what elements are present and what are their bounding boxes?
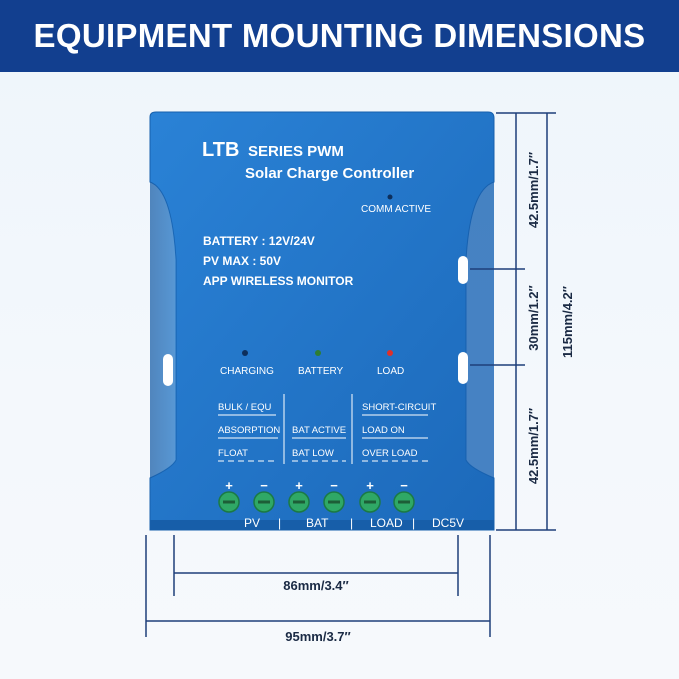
spec-wireless: APP WIRELESS MONITOR — [203, 274, 354, 288]
terminal-label-bat: BAT — [306, 516, 329, 530]
terminal-screw-icon — [323, 491, 345, 513]
status-bulk-equ: BULK / EQU — [218, 402, 271, 413]
height-bottom-label: 42.5mm/1.7″ — [526, 408, 541, 484]
width-outer-label: 95mm/3.7″ — [285, 629, 351, 644]
page-title: EQUIPMENT MOUNTING DIMENSIONS — [33, 17, 646, 54]
terminal-separator: | — [412, 516, 415, 530]
status-bat-active: BAT ACTIVE — [292, 425, 346, 436]
device-base — [150, 520, 494, 530]
terminal-label-load: LOAD — [370, 516, 403, 530]
series-label: SERIES PWM — [248, 143, 344, 160]
status-short-circuit: SHORT-CIRCUIT — [362, 402, 436, 413]
height-dimensions — [470, 112, 556, 531]
comm-led — [387, 194, 393, 200]
spec-battery: BATTERY : 12V/24V — [203, 234, 315, 248]
terminal-label-dc5v: DC5V — [432, 516, 464, 530]
charging-led — [242, 350, 248, 356]
height-top-label: 42.5mm/1.7″ — [526, 152, 541, 228]
status-absorption: ABSORPTION — [218, 425, 280, 436]
mounting-slot-left — [163, 354, 173, 386]
brand-label: LTB — [202, 139, 239, 161]
mounting-slot-right-top — [458, 256, 468, 284]
terminal-plus-bat: + — [295, 478, 303, 493]
status-float: FLOAT — [218, 448, 248, 459]
height-total-label: 115mm/4.2″ — [560, 286, 575, 358]
terminal-plus-pv: + — [225, 478, 233, 493]
terminal-screw-icon — [253, 491, 275, 513]
spec-pv-max: PV MAX : 50V — [203, 254, 281, 268]
left-mounting-wing — [150, 182, 176, 478]
indicator-load: LOAD — [377, 366, 404, 377]
terminal-screw-icon — [288, 491, 310, 513]
terminal-separator: | — [350, 516, 353, 530]
terminal-plus-load: + — [366, 478, 374, 493]
terminal-separator: | — [278, 516, 281, 530]
terminal-minus-bat: − — [330, 478, 338, 493]
terminal-screw-icon — [393, 491, 415, 513]
controller-body — [149, 111, 495, 531]
width-dimensions — [145, 535, 491, 637]
comm-active-label: COMM ACTIVE — [361, 204, 431, 215]
indicator-battery: BATTERY — [298, 366, 344, 377]
width-inner-label: 86mm/3.4″ — [283, 578, 349, 593]
status-over-load: OVER LOAD — [362, 448, 418, 459]
terminal-screw-icon — [359, 491, 381, 513]
terminal-block — [218, 491, 415, 513]
product-label: Solar Charge Controller — [245, 165, 414, 182]
header-banner: EQUIPMENT MOUNTING DIMENSIONS — [0, 0, 679, 72]
right-mounting-wing — [466, 182, 494, 478]
battery-led — [315, 350, 321, 356]
height-mid-label: 30mm/1.2″ — [526, 285, 541, 351]
terminal-minus-pv: − — [260, 478, 268, 493]
indicator-charging: CHARGING — [220, 366, 274, 377]
status-bat-low: BAT LOW — [292, 448, 334, 459]
terminal-minus-load: − — [400, 478, 408, 493]
terminal-screw-icon — [218, 491, 240, 513]
mounting-slot-right-bottom — [458, 352, 468, 384]
terminal-label-pv: PV — [244, 516, 260, 530]
status-load-on: LOAD ON — [362, 425, 405, 436]
load-led — [387, 350, 393, 356]
